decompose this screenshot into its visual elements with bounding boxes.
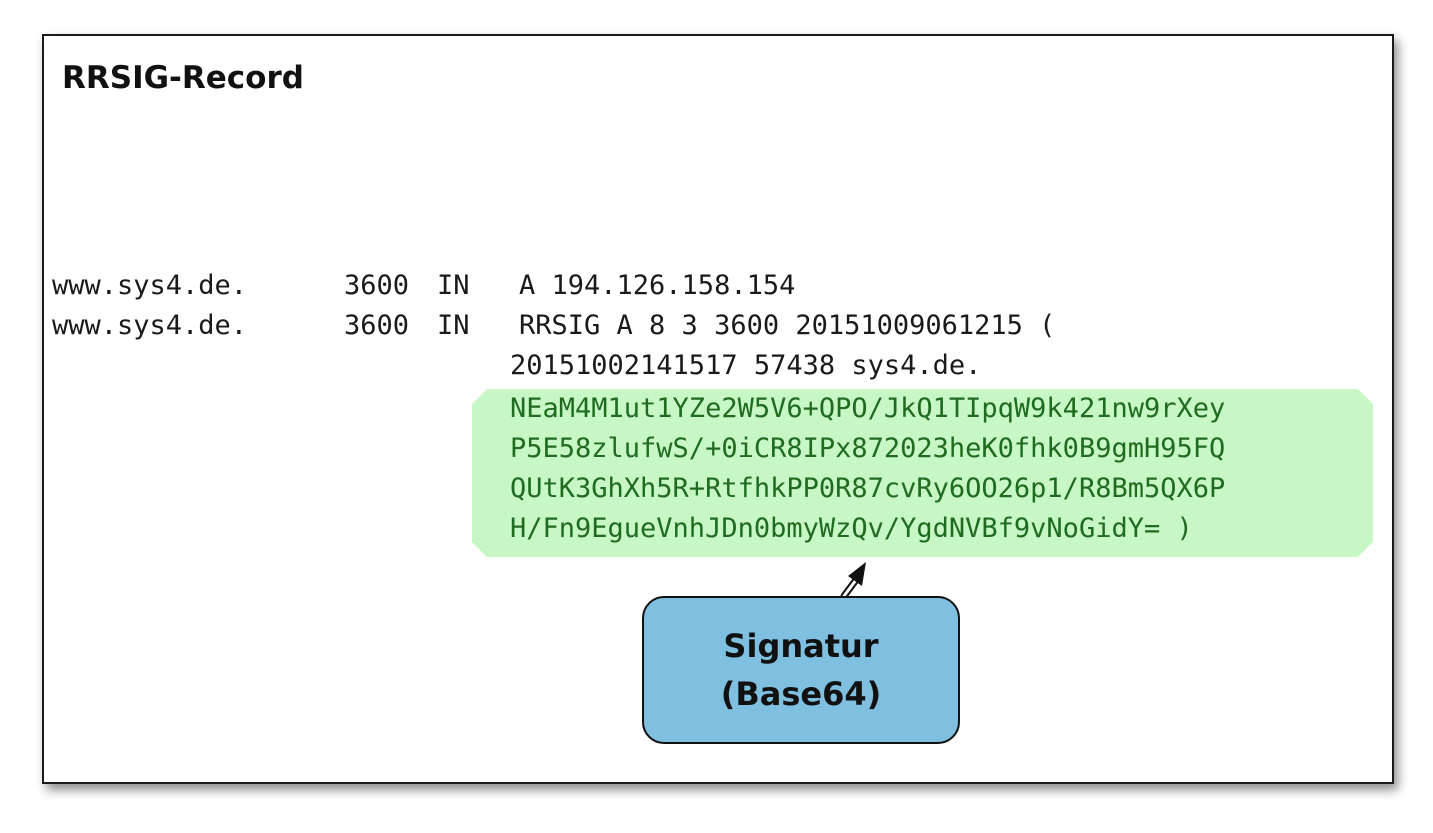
signature-callout: Signatur (Base64) [642,596,960,744]
signature-line-4: H/Fn9EgueVnhJDn0bmyWzQv/YgdNVBf9vNoGidY=… [510,513,1193,544]
record-1-name: www.sys4.de. [52,270,248,301]
slide-title: RRSIG-Record [62,60,304,96]
signature-line-1: NEaM4M1ut1YZe2W5V6+QPO/JkQ1TIpqW9k421nw9… [510,393,1226,424]
record-1-ttl: 3600 [344,270,410,301]
rrsig-continuation: 20151002141517 57438 sys4.de. [510,350,982,381]
signature-highlight [472,389,1373,557]
record-1-class: IN [437,270,470,301]
record-2-class: IN [437,310,470,341]
record-2-rdata: RRSIG A 8 3 3600 20151009061215 ( [519,310,1056,341]
signature-line-2: P5E58zlufwS/+0iCR8IPx872023heK0fhk0B9gmH… [510,433,1226,464]
callout-line-1: Signatur [723,627,879,665]
record-2-ttl: 3600 [344,310,410,341]
record-1-rdata: A 194.126.158.154 [519,270,796,301]
record-2-name: www.sys4.de. [52,310,248,341]
callout-line-2: (Base64) [720,675,882,713]
pointer-arrow-icon [840,562,866,600]
signature-line-3: QUtK3GhXh5R+RtfhkPP0R87cvRy6OO26p1/R8Bm5… [510,473,1226,504]
